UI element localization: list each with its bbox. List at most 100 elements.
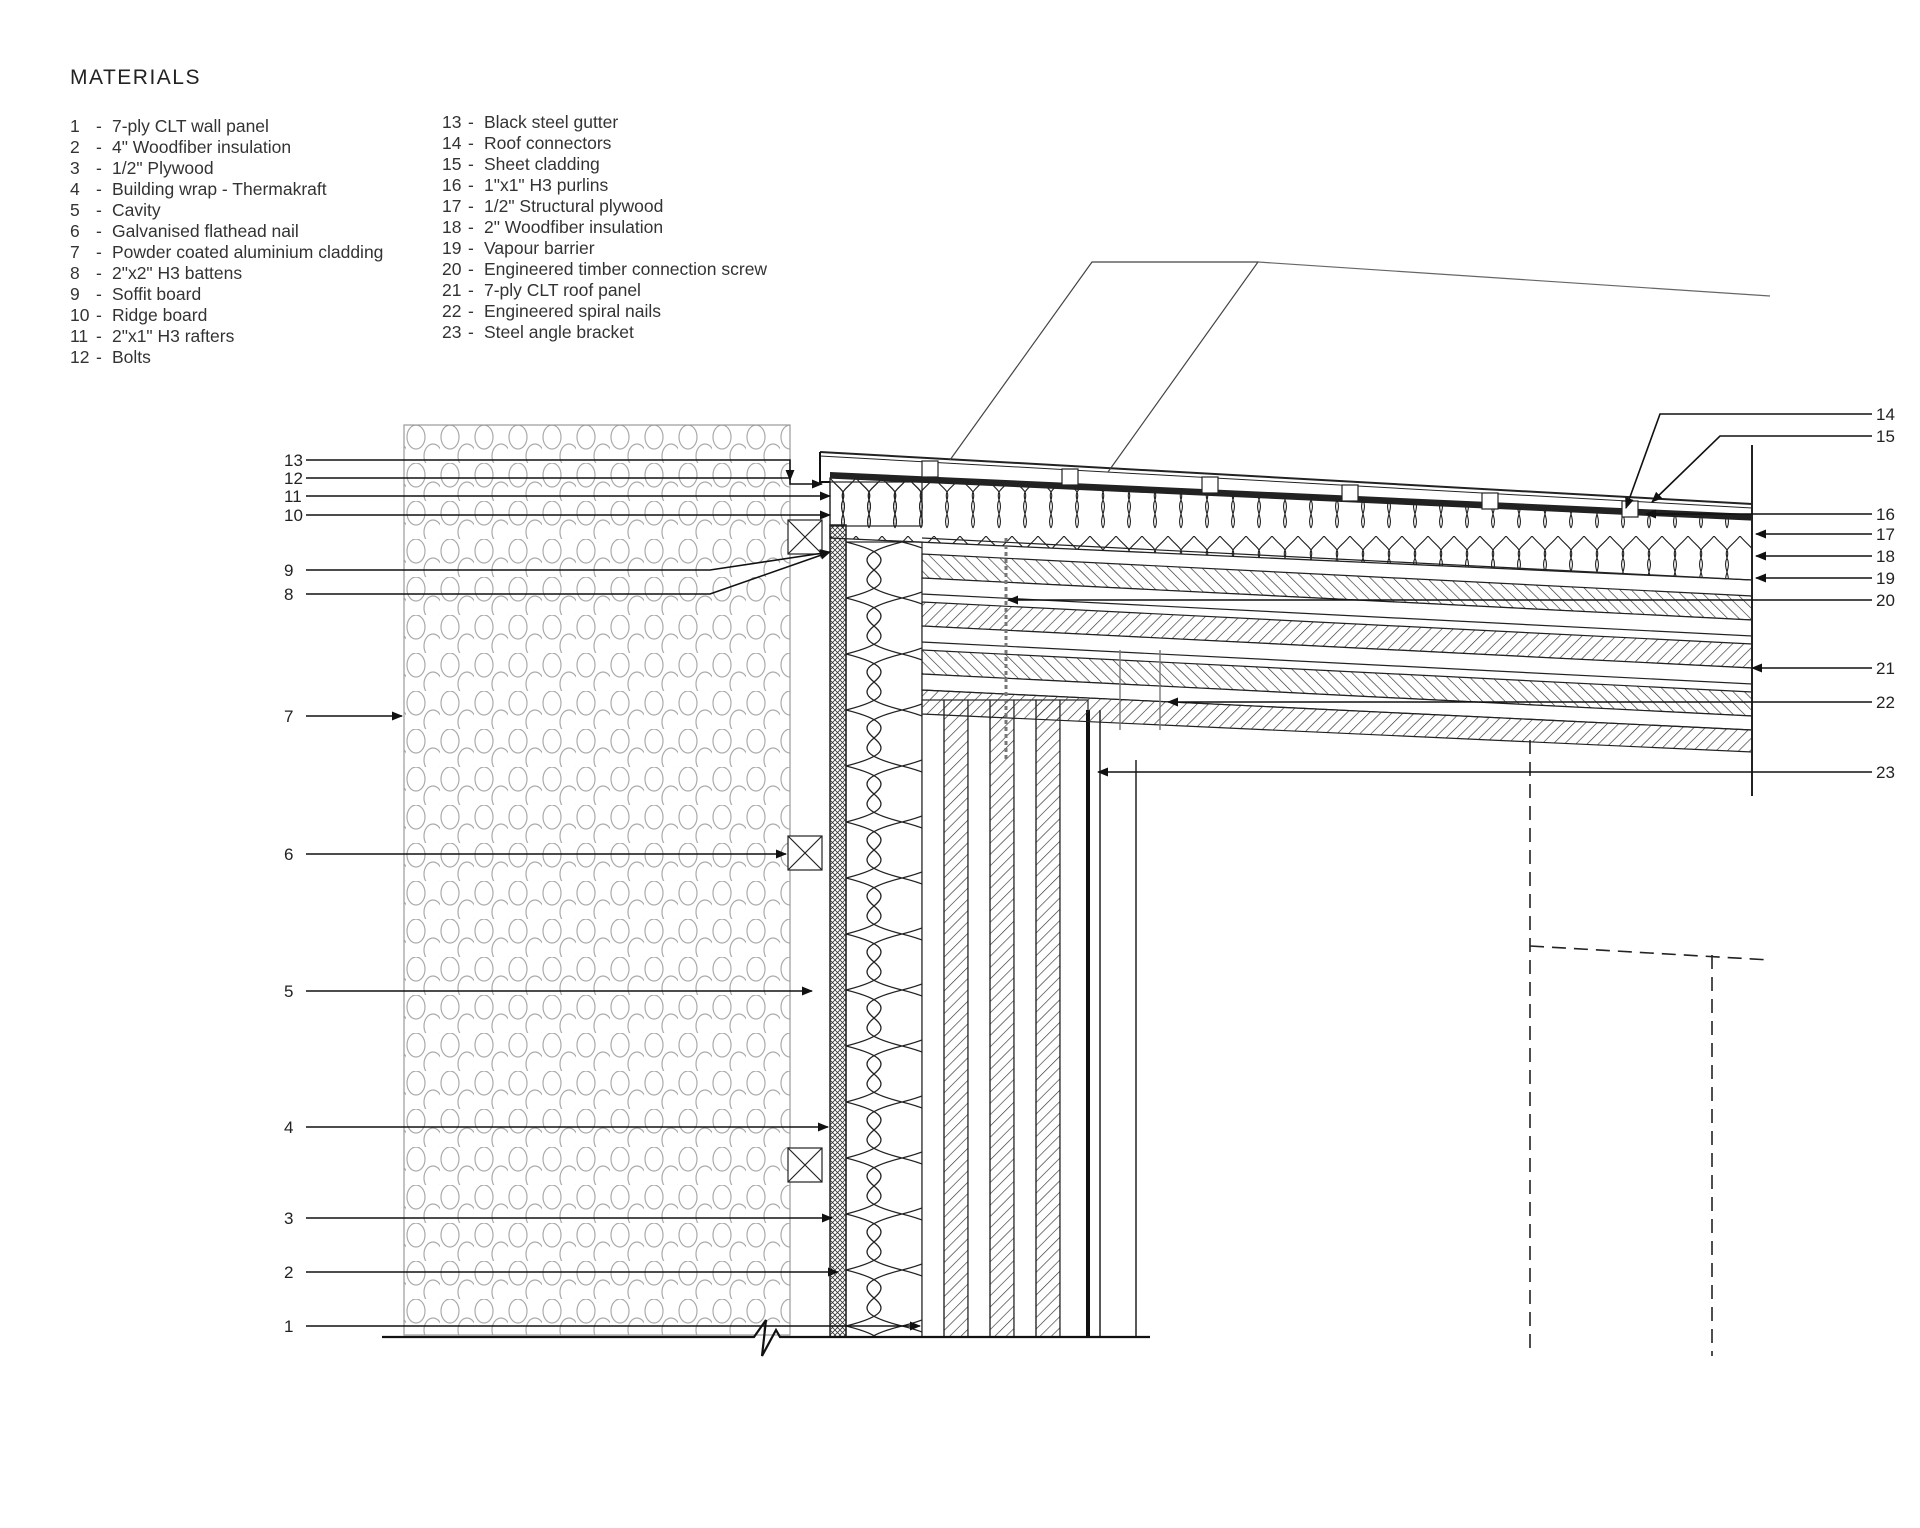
legend-item: 8-2"x2" H3 battens — [70, 263, 383, 284]
materials-title: MATERIALS — [70, 66, 201, 89]
left-callout-leaders — [306, 459, 922, 1331]
legend-dash: - — [468, 112, 474, 132]
legend-item-number: 16 — [442, 175, 462, 195]
callout-label-22: 22 — [1876, 693, 1895, 712]
callout-label-8: 8 — [284, 585, 293, 604]
legend-item-number: 10 — [70, 305, 90, 325]
callout-label-1: 1 — [284, 1317, 293, 1336]
legend-item-text: Bolts — [112, 347, 151, 367]
legend-item-number: 12 — [70, 347, 90, 367]
callout-label-20: 20 — [1876, 591, 1895, 610]
legend-item-number: 6 — [70, 221, 80, 241]
legend-item-number: 13 — [442, 112, 462, 132]
legend-item: 11-2"x1" H3 rafters — [70, 326, 383, 347]
legend-item-text: Cavity — [112, 200, 161, 220]
legend-item-number: 7 — [70, 242, 80, 262]
legend-item-number: 4 — [70, 179, 80, 199]
right-callout-leaders — [1006, 413, 1872, 777]
ground-line — [382, 1319, 1150, 1357]
callout-leader-13 — [306, 459, 795, 482]
legend-item-text: 1/2" Structural plywood — [484, 196, 664, 216]
legend-item: 3-1/2" Plywood — [70, 158, 383, 179]
callout-label-12: 12 — [284, 469, 303, 488]
wall-plywood — [829, 524, 847, 1338]
legend-dash: - — [96, 221, 102, 241]
legend-item-text: Vapour barrier — [484, 238, 595, 258]
legend-item-text: Soffit board — [112, 284, 202, 304]
legend-item: 13-Black steel gutter — [442, 112, 767, 133]
legend-dash: - — [96, 137, 102, 157]
legend-item-text: 1"x1" H3 purlins — [484, 175, 609, 195]
legend-dash: - — [96, 305, 102, 325]
legend-item: 22-Engineered spiral nails — [442, 301, 767, 322]
legend-item-text: 7-ply CLT wall panel — [112, 116, 269, 136]
callout-label-2: 2 — [284, 1263, 293, 1282]
legend-item-text: Galvanised flathead nail — [112, 221, 299, 241]
legend-dash: - — [468, 301, 474, 321]
callout-label-19: 19 — [1876, 569, 1895, 588]
legend-item-number: 23 — [442, 322, 462, 342]
legend-item-text: Building wrap - Thermakraft — [112, 179, 327, 199]
callout-label-5: 5 — [284, 982, 293, 1001]
legend-item: 17-1/2" Structural plywood — [442, 196, 767, 217]
callout-leader-12 — [306, 477, 824, 489]
legend-item-text: 2"x2" H3 battens — [112, 263, 243, 283]
callout-label-23: 23 — [1876, 763, 1895, 782]
legend-dash: - — [468, 238, 474, 258]
legend-item-text: Engineered spiral nails — [484, 301, 662, 321]
callout-leader-14 — [1625, 413, 1872, 510]
legend-item-number: 5 — [70, 200, 80, 220]
legend-item: 19-Vapour barrier — [442, 238, 767, 259]
wall-insulation — [845, 541, 923, 1338]
legend-item: 15-Sheet cladding — [442, 154, 767, 175]
legend-item-text: Sheet cladding — [484, 154, 600, 174]
legend-dash: - — [96, 116, 102, 136]
legend-item-number: 18 — [442, 217, 462, 237]
legend-dash: - — [468, 259, 474, 279]
legend-dash: - — [468, 280, 474, 300]
legend-dash: - — [96, 347, 102, 367]
legend-item-text: Ridge board — [112, 305, 208, 325]
legend-dash: - — [468, 322, 474, 342]
legend-item-text: 2" Woodfiber insulation — [484, 217, 664, 237]
callout-label-9: 9 — [284, 561, 293, 580]
legend-item-number: 21 — [442, 280, 462, 300]
legend-item: 6-Galvanised flathead nail — [70, 221, 383, 242]
legend-item-number: 22 — [442, 301, 462, 321]
legend-item: 23-Steel angle bracket — [442, 322, 767, 343]
legend-item-number: 14 — [442, 133, 462, 153]
legend-item-text: Engineered timber connection screw — [484, 259, 768, 279]
callout-label-6: 6 — [284, 845, 293, 864]
callout-label-13: 13 — [284, 451, 303, 470]
sheet-cladding — [819, 451, 1753, 505]
roof-plywood — [830, 472, 1752, 520]
legend-dash: - — [96, 326, 102, 346]
legend-item: 2-4" Woodfiber insulation — [70, 137, 383, 158]
legend-item-number: 2 — [70, 137, 80, 157]
spiral-nails — [1119, 650, 1161, 730]
legend-item-text: Steel angle bracket — [484, 322, 634, 342]
legend-item-number: 20 — [442, 259, 462, 279]
legend-dash: - — [96, 158, 102, 178]
legend-item-text: 1/2" Plywood — [112, 158, 214, 178]
legend-item-number: 15 — [442, 154, 462, 174]
legend-item: 20-Engineered timber connection screw — [442, 259, 767, 280]
legend-item-number: 19 — [442, 238, 462, 258]
legend-item: 18-2" Woodfiber insulation — [442, 217, 767, 238]
legend-dash: - — [96, 179, 102, 199]
legend-dash: - — [96, 242, 102, 262]
legend-dash: - — [468, 154, 474, 174]
legend-dash: - — [96, 284, 102, 304]
ridge-board — [829, 481, 923, 527]
legend-item-text: Black steel gutter — [484, 112, 619, 132]
legend-item-number: 1 — [70, 116, 80, 136]
legend-item: 14-Roof connectors — [442, 133, 767, 154]
legend-item-number: 3 — [70, 158, 80, 178]
legend-item-text: 7-ply CLT roof panel — [484, 280, 641, 300]
battens — [787, 519, 823, 1183]
legend-item: 21-7-ply CLT roof panel — [442, 280, 767, 301]
roof-outline — [949, 261, 1260, 473]
clt-wall-panel — [921, 699, 1089, 1338]
